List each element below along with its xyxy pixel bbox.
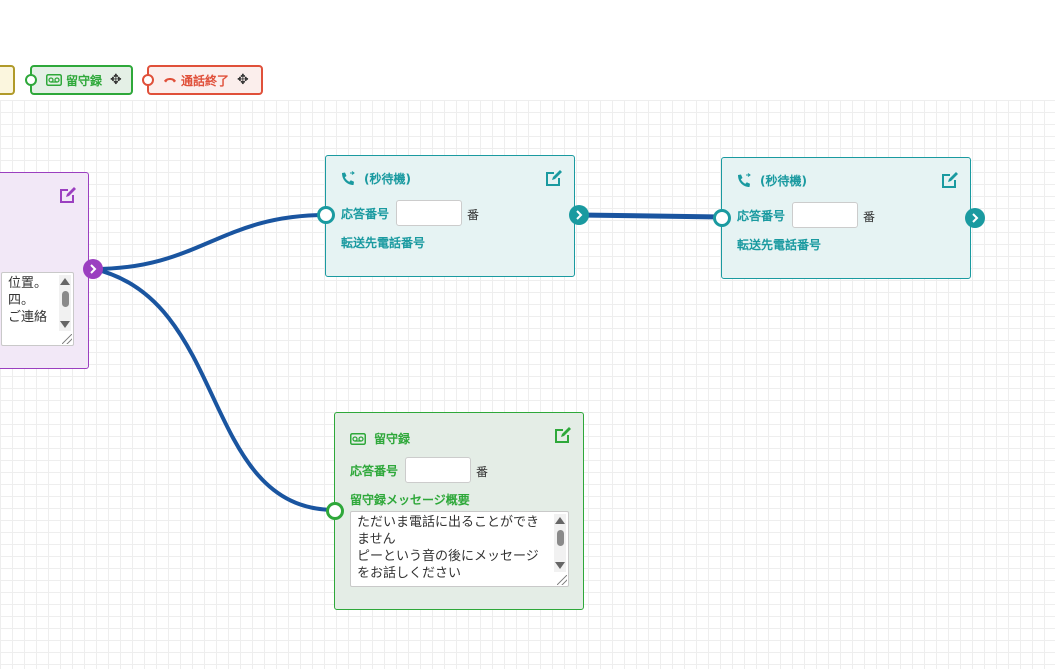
- move-icon[interactable]: ✥: [110, 72, 122, 88]
- phone-hangup-icon: [163, 75, 177, 85]
- move-icon[interactable]: ✥: [237, 72, 249, 88]
- scroll-up-icon[interactable]: [555, 517, 565, 524]
- message-textarea[interactable]: 位置。 四。 ご連絡: [1, 272, 74, 346]
- edit-icon[interactable]: [544, 168, 564, 188]
- edit-icon[interactable]: [58, 185, 78, 205]
- unit-label: 番: [467, 208, 480, 222]
- palette-port-hangup: [142, 74, 154, 86]
- answer-number-input[interactable]: [405, 457, 471, 483]
- scrollbar[interactable]: [59, 275, 71, 331]
- voicemail-icon: [46, 74, 62, 86]
- message-textarea[interactable]: ただいま電話に出ることができません ピーという音の後にメッセージをお話しください: [350, 511, 569, 587]
- node-voicemail[interactable]: 留守録 応答番号 番 留守録メッセージ概要 ただいま電話に出ることができません …: [334, 412, 584, 610]
- node-title-text: 留守録: [374, 432, 411, 446]
- resize-handle[interactable]: [557, 575, 567, 585]
- resize-handle[interactable]: [62, 334, 72, 344]
- scroll-down-icon[interactable]: [555, 562, 565, 569]
- node-title: 留守録: [350, 430, 410, 447]
- voicemail-icon: [350, 432, 366, 445]
- input-port[interactable]: [326, 502, 344, 520]
- phone-forward-icon: [340, 170, 356, 187]
- forward-number-label: 転送先電話番号: [737, 238, 822, 252]
- edit-icon[interactable]: [940, 170, 960, 190]
- answer-number-input[interactable]: [396, 200, 462, 226]
- palette-voicemail-label: 留守録: [66, 73, 103, 88]
- palette-item-hangup[interactable]: 通話終了 ✥: [142, 65, 263, 95]
- answer-number-label: 応答番号: [341, 207, 390, 221]
- palette-item-partial[interactable]: [0, 65, 15, 95]
- node-title-text: (秒待機): [364, 172, 411, 186]
- input-port[interactable]: [713, 209, 731, 227]
- palette-hangup-label: 通話終了: [181, 73, 230, 88]
- answer-number-label: 応答番号: [350, 464, 399, 478]
- scroll-thumb[interactable]: [62, 291, 69, 307]
- answer-number-label: 応答番号: [737, 209, 786, 223]
- palette-port-voicemail: [25, 74, 37, 86]
- answer-number-input[interactable]: [792, 202, 858, 228]
- forward-number-label: 転送先電話番号: [341, 236, 426, 250]
- node-title-text: (秒待機): [760, 174, 807, 188]
- scroll-thumb[interactable]: [557, 530, 564, 546]
- output-port[interactable]: [83, 259, 103, 279]
- message-text: ただいま電話に出ることができません ピーという音の後にメッセージをお話しください: [357, 515, 540, 581]
- output-port[interactable]: [965, 208, 985, 228]
- scroll-down-icon[interactable]: [60, 321, 70, 328]
- input-port[interactable]: [317, 206, 335, 224]
- node-wait-1[interactable]: (秒待機) 応答番号 番 転送先電話番号: [325, 155, 575, 277]
- message-summary-label: 留守録メッセージ概要: [350, 493, 470, 507]
- phone-forward-icon: [736, 172, 752, 189]
- palette-item-voicemail[interactable]: 留守録 ✥: [25, 65, 133, 95]
- scrollbar[interactable]: [554, 514, 566, 572]
- message-text: 位置。 四。 ご連絡: [8, 276, 48, 325]
- node-title: (秒待機): [736, 172, 807, 189]
- scroll-up-icon[interactable]: [60, 278, 70, 285]
- node-wait-2[interactable]: (秒待機) 応答番号 番 転送先電話番号: [721, 157, 971, 279]
- edit-icon[interactable]: [553, 425, 573, 445]
- unit-label: 番: [476, 465, 489, 479]
- node-title: (秒待機): [340, 170, 411, 187]
- unit-label: 番: [863, 210, 876, 224]
- node-message-partial[interactable]: 位置。 四。 ご連絡: [0, 172, 89, 369]
- output-port[interactable]: [569, 205, 589, 225]
